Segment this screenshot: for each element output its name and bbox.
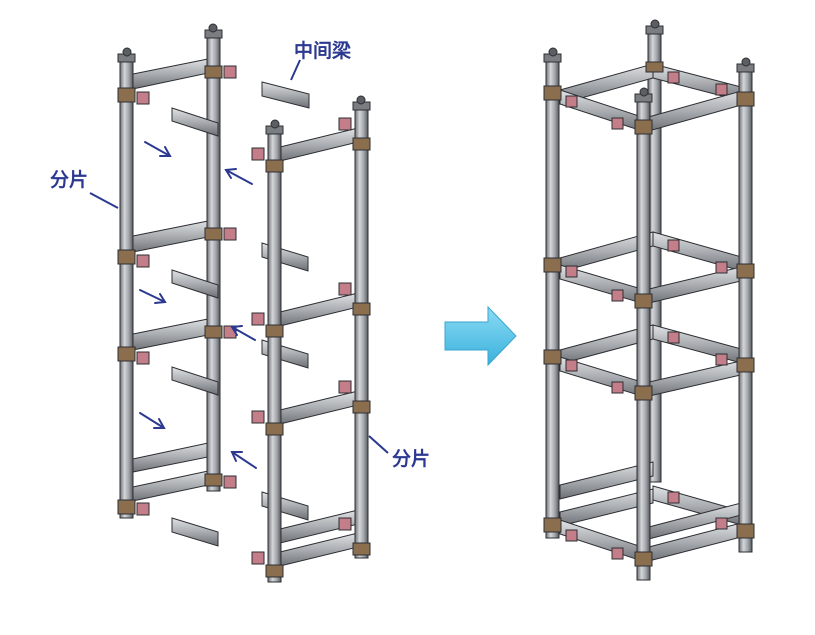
right-arrow-icon [444,305,517,367]
arrow-icon [144,141,172,157]
label-left-panel: 分片 [50,168,119,209]
left-panel-post-right [206,35,221,492]
right-panel-joints [265,137,371,578]
assembled-joints [543,61,755,567]
label-top-beam: 中间梁 [290,39,352,81]
left-panel-beams [127,57,214,503]
label-right-panel: 分片 [368,435,430,470]
left-panel-label: 分片 [50,168,88,191]
arrow-icon [230,451,257,469]
arrow-icon [139,289,167,304]
assembled-frame [543,19,755,581]
assembled-post-left [545,59,560,539]
left-panel-frame [117,23,237,519]
left-panel-joints [117,65,223,515]
top-beam-label: 中间梁 [294,39,352,62]
assembled-post-front [636,99,651,581]
assembled-beams [559,63,746,563]
assembled-brackets [565,71,728,560]
left-panel-post-left [119,59,134,519]
arrow-icon [230,325,256,341]
assembled-post-right [738,69,753,553]
arrow-icon [139,412,166,429]
right-panel-frame [251,95,371,583]
arrow-icon [224,168,253,185]
right-panel-brackets [251,117,352,565]
middle-beam-top [261,81,310,109]
right-panel-post-right [354,107,369,559]
right-panel-label: 分片 [392,447,430,470]
right-panel-beams [275,127,359,568]
right-panel-post-left [267,131,282,583]
assembly-hint-arrows [139,141,257,469]
